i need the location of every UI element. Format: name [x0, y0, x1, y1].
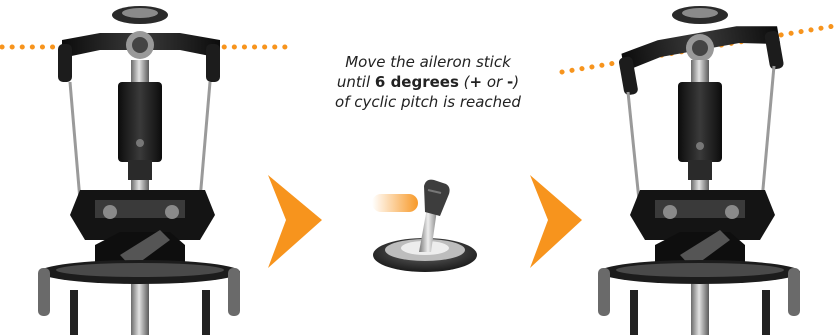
- caption-line-3: of cyclic pitch is reached: [318, 92, 538, 112]
- rotor-head-level-icon: [2, 6, 290, 335]
- caption-degrees: 6 degrees: [375, 73, 459, 91]
- instruction-caption: Move the aileron stick until 6 degrees (…: [318, 52, 538, 112]
- arrow-right-icon: [268, 175, 322, 268]
- caption-open-paren: (: [459, 73, 470, 91]
- caption-line-2: until 6 degrees (+ or -): [318, 72, 538, 92]
- caption-or: or: [482, 73, 507, 91]
- aileron-stick-icon: [372, 180, 477, 272]
- caption-until: until: [337, 73, 375, 91]
- caption-plus: +: [470, 73, 483, 91]
- caption-line-1: Move the aileron stick: [318, 52, 538, 72]
- caption-close-paren: ): [513, 73, 519, 91]
- arrow-right-icon: [530, 175, 582, 268]
- rotor-head-tilted-icon: [562, 6, 834, 335]
